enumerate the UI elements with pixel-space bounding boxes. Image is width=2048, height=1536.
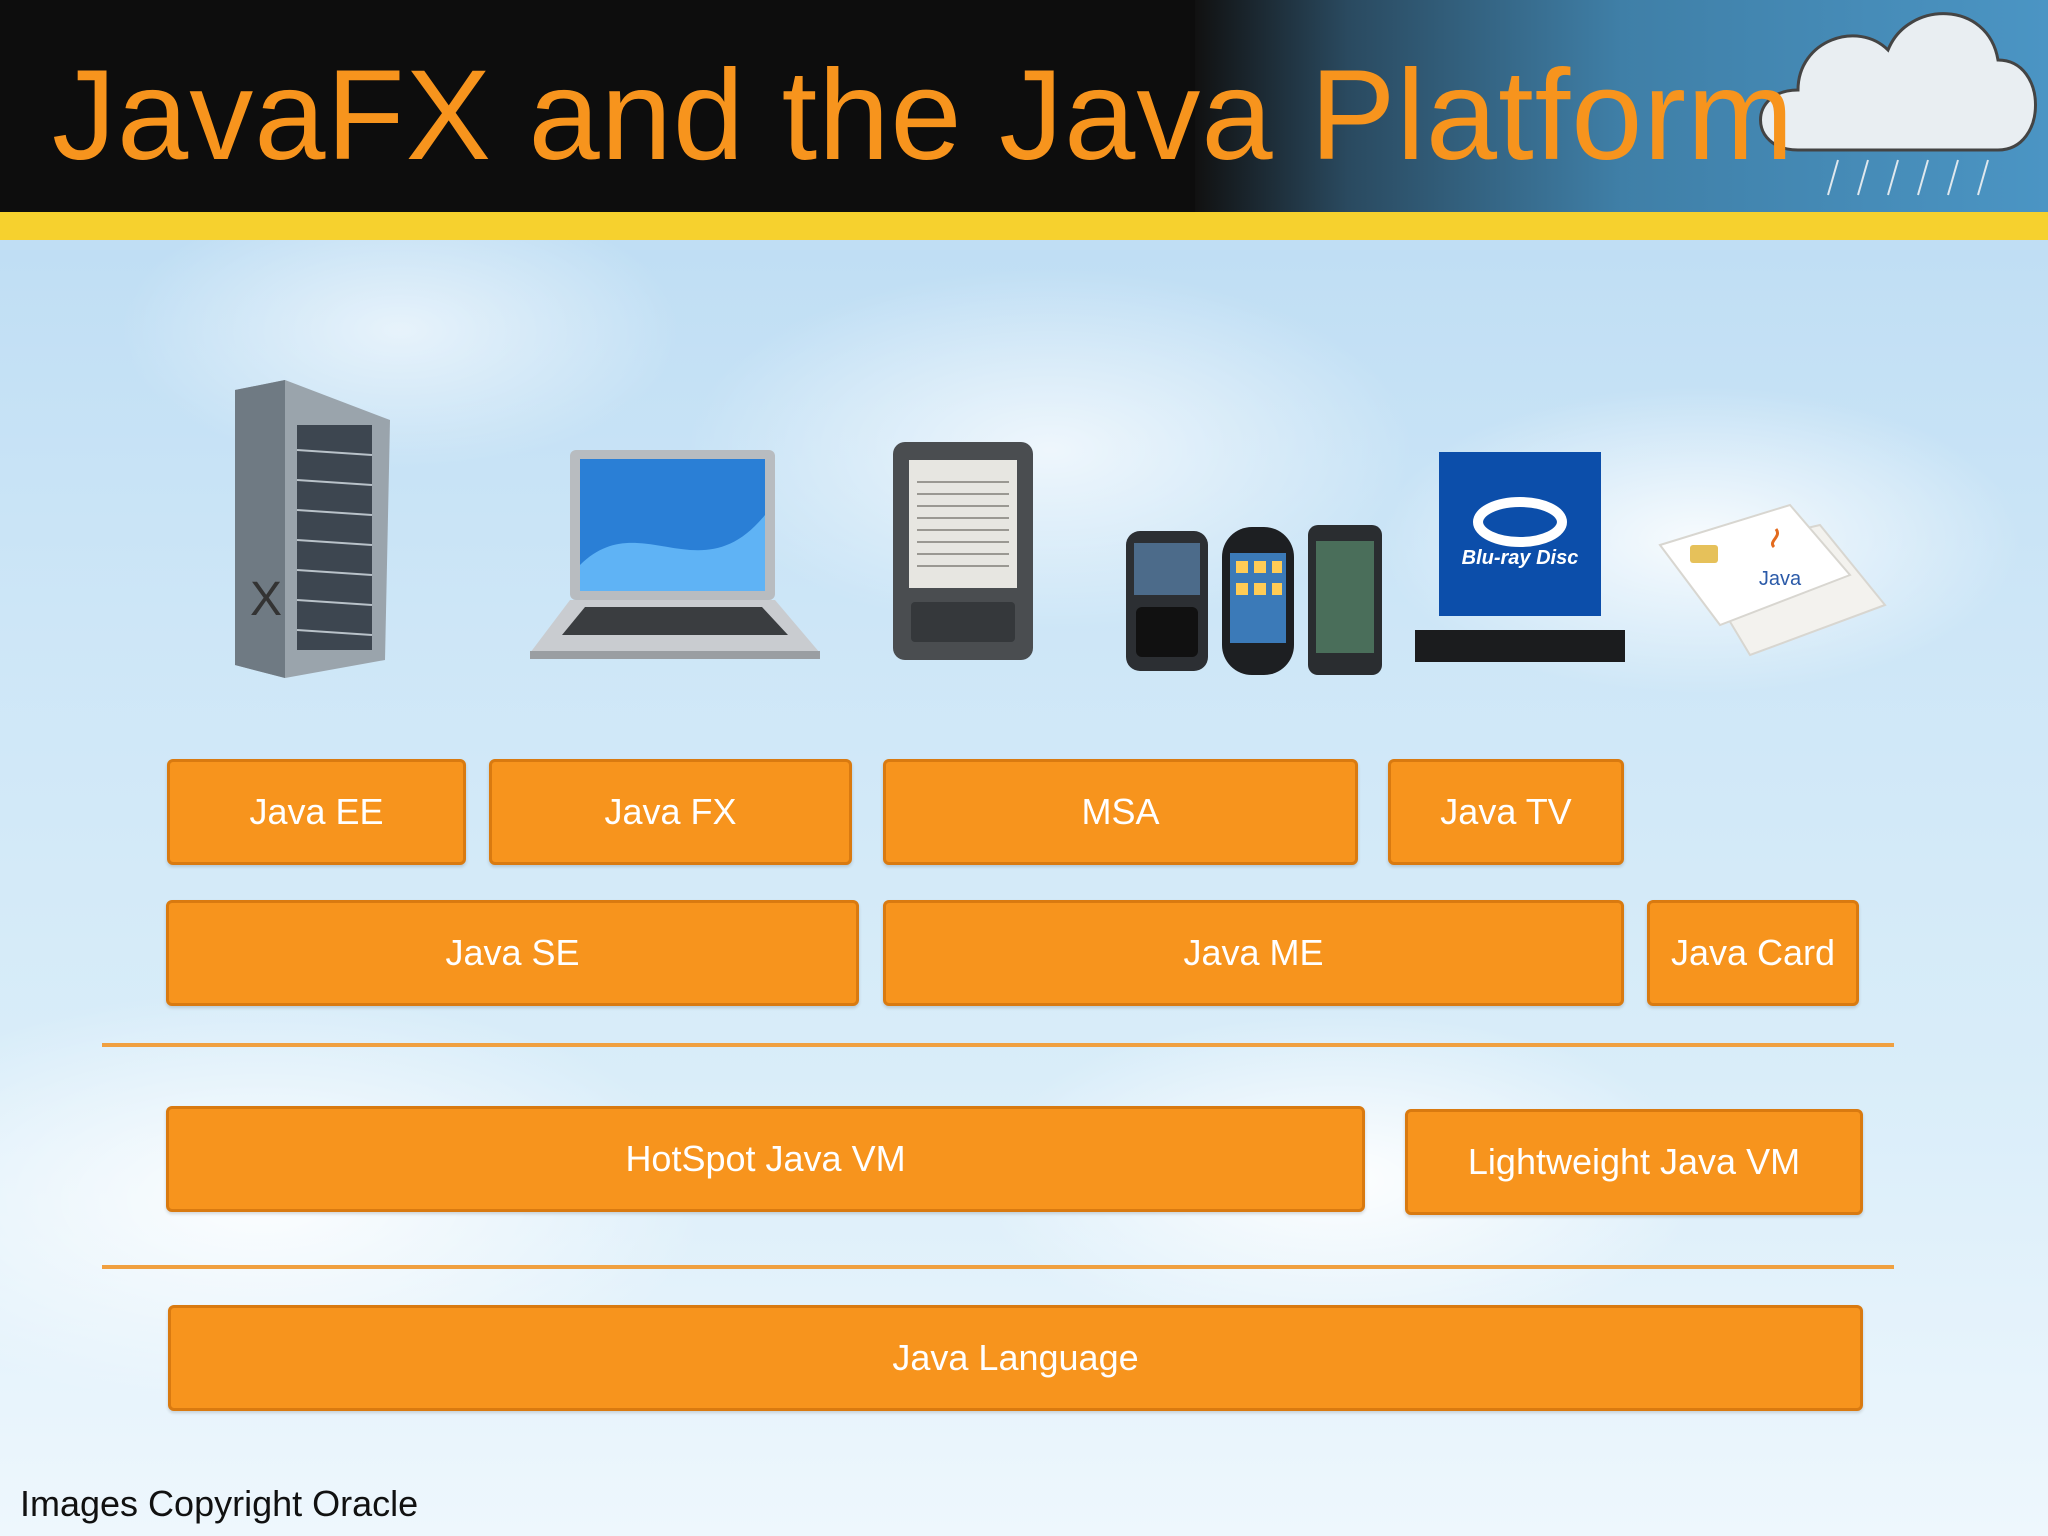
e-reader-image [893, 442, 1033, 660]
hotspot-vm-box: HotSpot Java VM [166, 1106, 1365, 1212]
msa-box: MSA [883, 759, 1358, 865]
layer-separator-line [102, 1043, 1894, 1047]
title-underline-band [0, 212, 2048, 240]
slide-title: JavaFX and the Java Platform [52, 44, 1795, 187]
java-tv-box: Java TV [1388, 759, 1624, 865]
java-se-box: Java SE [166, 900, 859, 1006]
java-fx-box: Java FX [489, 759, 852, 865]
java-me-box: Java ME [883, 900, 1624, 1006]
svg-text:Blu-ray Disc: Blu-ray Disc [1462, 547, 1579, 569]
java-smart-cards-image: Java [1658, 503, 1887, 657]
laptop-image [530, 450, 820, 659]
copyright-notice: Images Copyright Oracle [20, 1483, 419, 1524]
mobile-phones-image [1126, 525, 1382, 675]
java-ee-box: Java EE [167, 759, 466, 865]
lightweight-vm-box: Lightweight Java VM [1405, 1109, 1863, 1215]
java-card-box: Java Card [1647, 900, 1859, 1006]
java-language-box: Java Language [168, 1305, 1863, 1411]
server-rack-image: X [235, 380, 390, 678]
svg-text:X: X [250, 573, 282, 626]
storm-cloud-icon [1759, 12, 2037, 196]
title-bar: JavaFX and the Java Platform [0, 0, 2048, 212]
blu-ray-player-image: Blu-ray Disc [1415, 452, 1625, 662]
layer-separator-line [102, 1265, 1894, 1269]
svg-text:Java: Java [1759, 568, 1802, 590]
